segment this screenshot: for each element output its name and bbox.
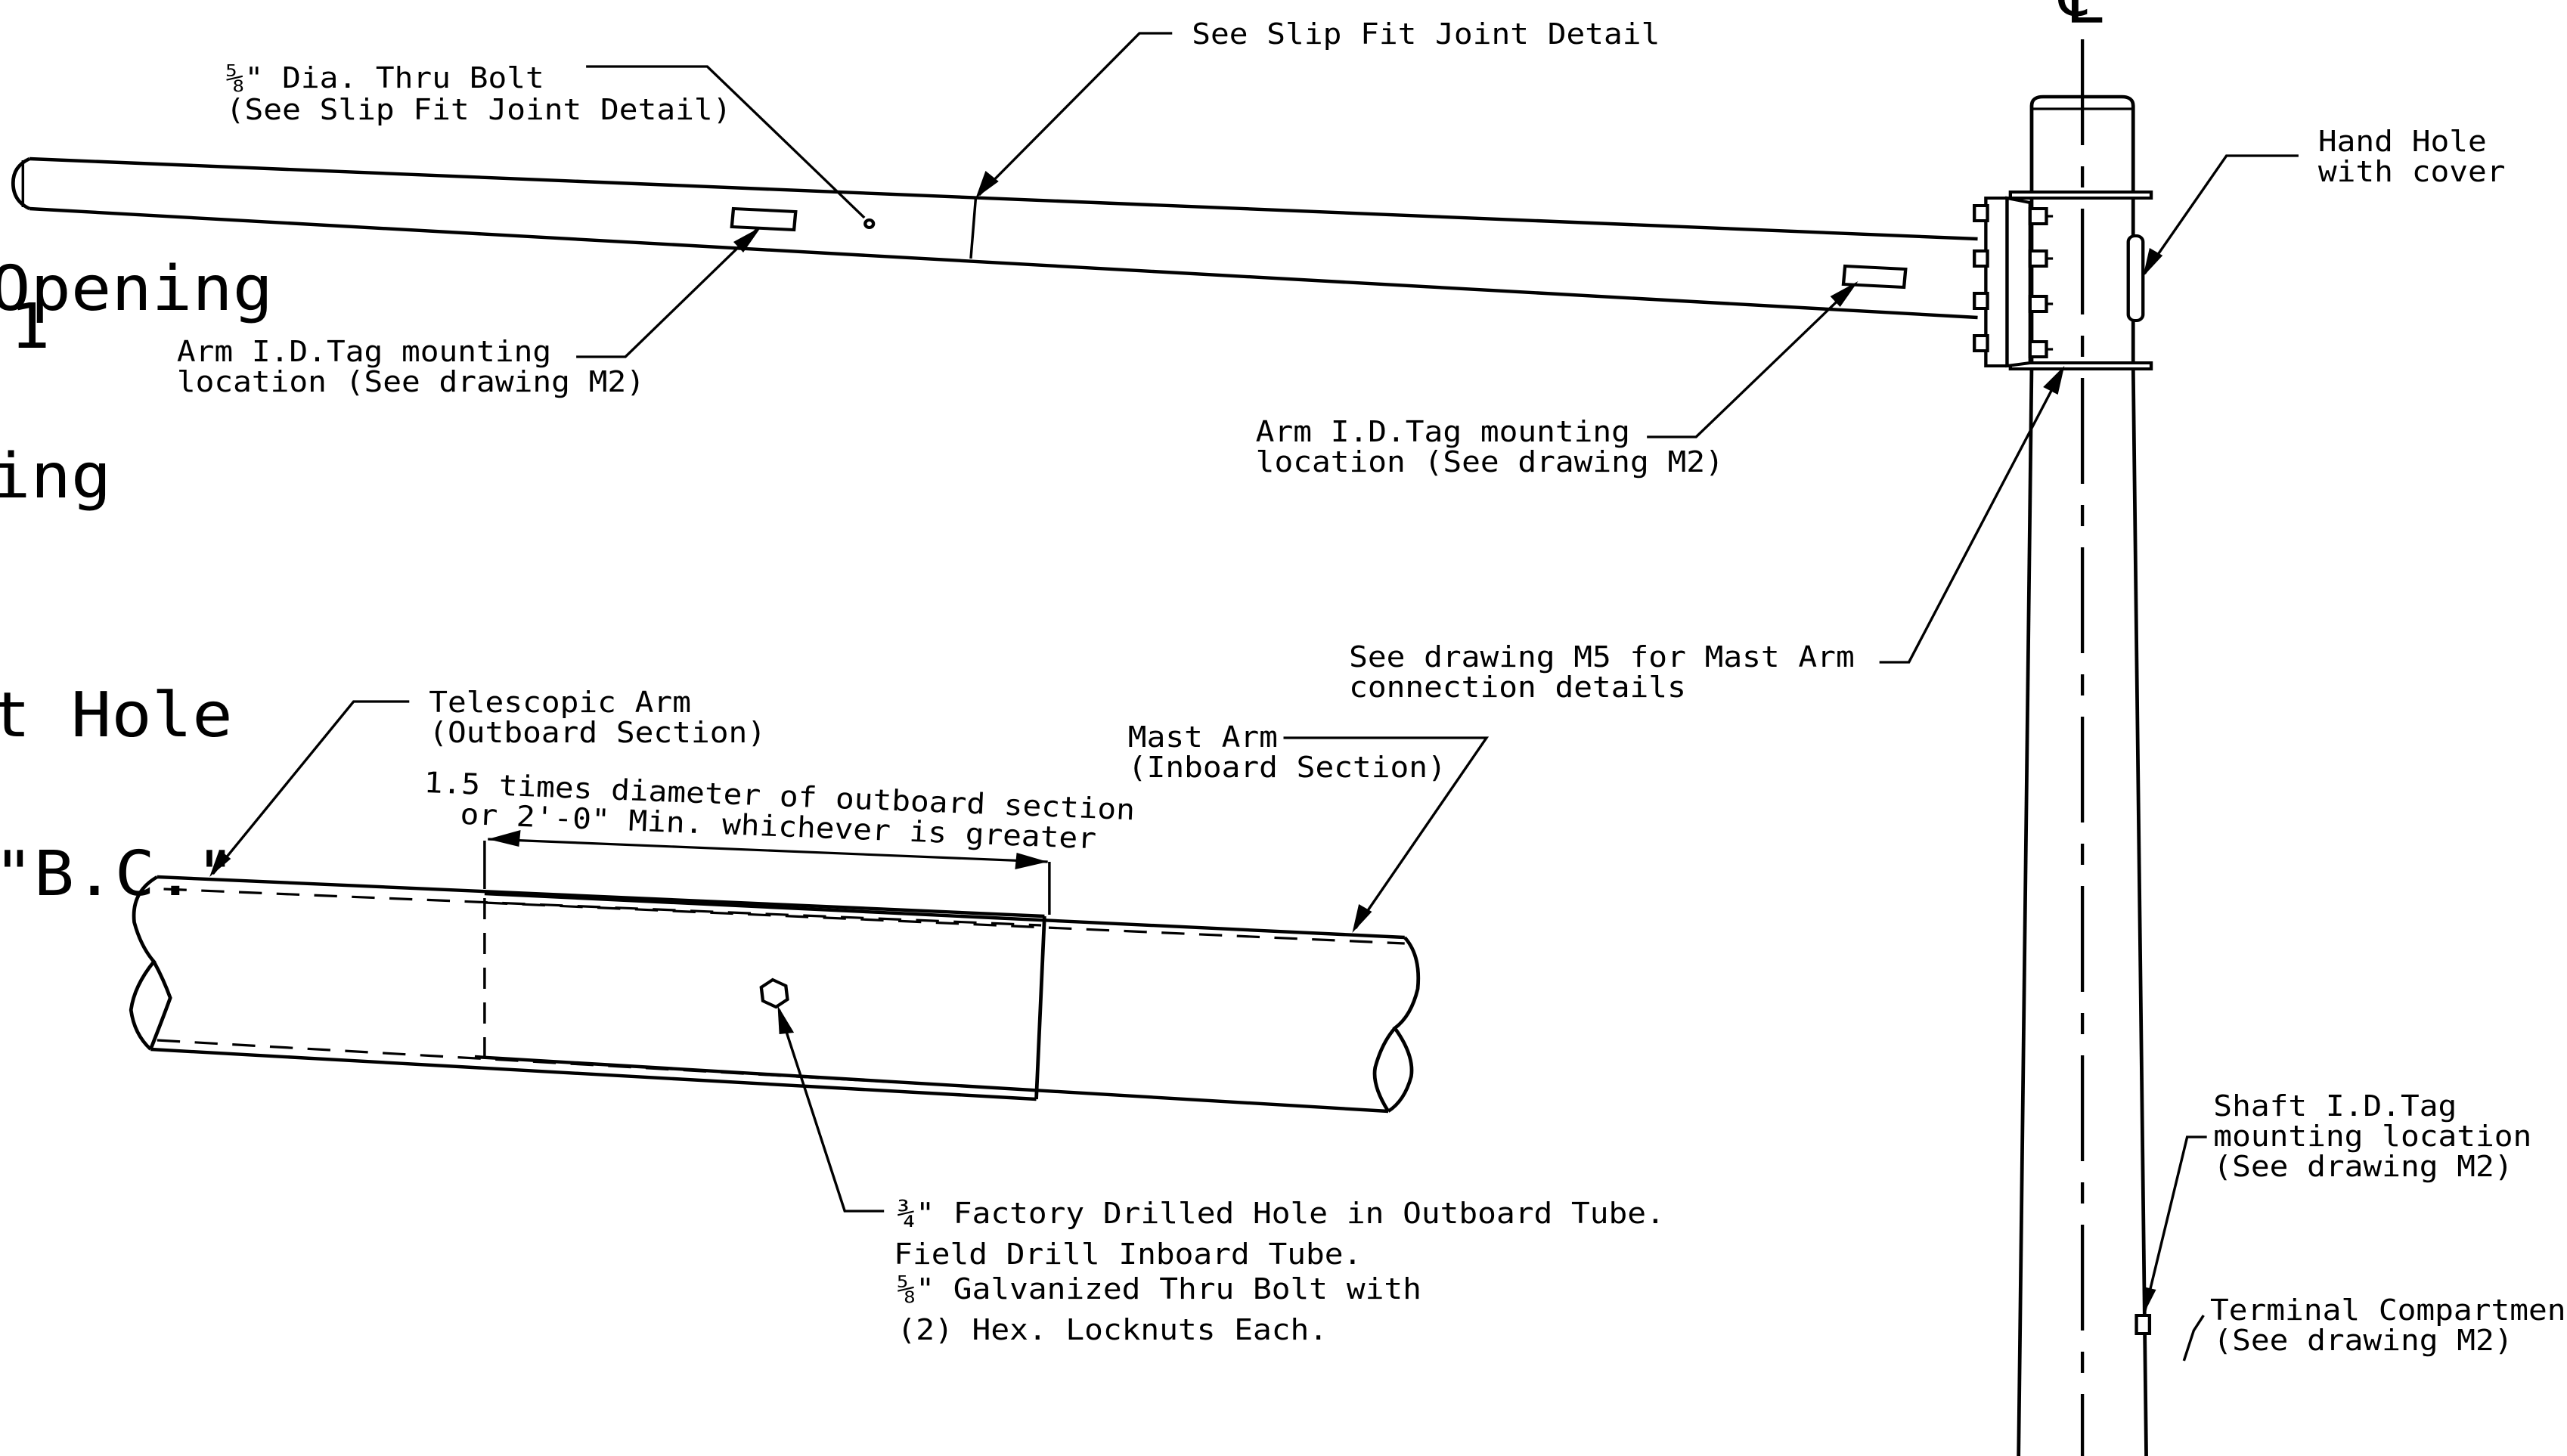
label-telescopic-2: (Outboard Section): [429, 716, 766, 749]
fragment-opening: Opening: [0, 253, 273, 325]
upper-mast-arm: [11, 156, 1978, 320]
drilled-hole: [759, 977, 789, 1009]
thru-bolt-hole: [863, 218, 876, 229]
label-telescopic-1: Telescopic Arm: [429, 686, 691, 719]
thru-bolt-text: Dia. Thru Bolt: [263, 61, 544, 94]
thru-bolt-fraction: ⅝": [226, 61, 264, 94]
label-mast-arm-conn-2: connection details: [1349, 671, 1686, 704]
label-terminal-2: (See drawing M2): [2213, 1324, 2513, 1357]
label-shaft-tag-1: Shaft I.D.Tag: [2213, 1089, 2457, 1123]
label-thru-bolt-ref: (See Slip Fit Joint Detail): [226, 93, 732, 126]
label-drilled-hole-1: ¾" Factory Drilled Hole in Outboard Tube…: [898, 1197, 1665, 1230]
label-hand-hole-2: with cover: [2318, 155, 2506, 188]
label-hand-hole-1: Hand Hole: [2318, 125, 2487, 158]
label-terminal-1: Terminal Compartment: [2210, 1293, 2567, 1327]
galv-bolt-fraction: ⅝": [898, 1272, 935, 1306]
drilled-hole-text: Factory Drilled Hole in Outboard Tube.: [935, 1197, 1665, 1230]
terminal-compartment-box: [2135, 1314, 2152, 1335]
hand-hole-cover: [2126, 234, 2145, 322]
slip-fit-detail: [129, 830, 1421, 1114]
label-arm-tag-right-1: Arm I.D.Tag mounting: [1256, 415, 1630, 448]
leader-lines: [209, 32, 2299, 1362]
fragment-t-hole: t Hole: [0, 680, 233, 751]
label-drilled-hole-3: ⅝" Galvanized Thru Bolt with: [898, 1272, 1421, 1306]
label-drilled-hole-4: (2) Hex. Locknuts Each.: [898, 1313, 1328, 1346]
label-arm-tag-right-2: location (See drawing M2): [1256, 445, 1724, 479]
label-arm-tag-left-1: Arm I.D.Tag mounting: [177, 335, 551, 368]
label-shaft-tag-2: mounting location: [2213, 1120, 2531, 1153]
mounting-bolts: [1973, 204, 2054, 358]
fragment-ing: ing: [0, 441, 111, 513]
arm-id-tag-right: [1841, 264, 1908, 290]
label-drilled-hole-2: Field Drill Inboard Tube.: [894, 1238, 1362, 1271]
fragment-bc: "B.C.": [0, 838, 236, 910]
galv-bolt-text: Galvanized Thru Bolt with: [935, 1272, 1421, 1306]
label-arm-tag-left-2: location (See drawing M2): [177, 365, 645, 398]
slip-fit-joint-line: [969, 197, 978, 259]
label-mast-arm-conn-1: See drawing M5 for Mast Arm: [1349, 640, 1855, 674]
label-mast-arm-2: (Inboard Section): [1128, 751, 1446, 784]
drilled-hole-fraction: ¾": [898, 1197, 935, 1230]
centerline-symbol: ℄: [2058, 0, 2103, 38]
fragment-one: 1: [10, 291, 50, 363]
label-shaft-tag-3: (See drawing M2): [2213, 1150, 2513, 1183]
label-thru-bolt: ⅝" Dia. Thru Bolt: [226, 61, 544, 94]
label-mast-arm-1: Mast Arm: [1128, 720, 1278, 754]
label-slip-fit: See Slip Fit Joint Detail: [1192, 17, 1660, 51]
arm-id-tag-left: [730, 206, 798, 232]
